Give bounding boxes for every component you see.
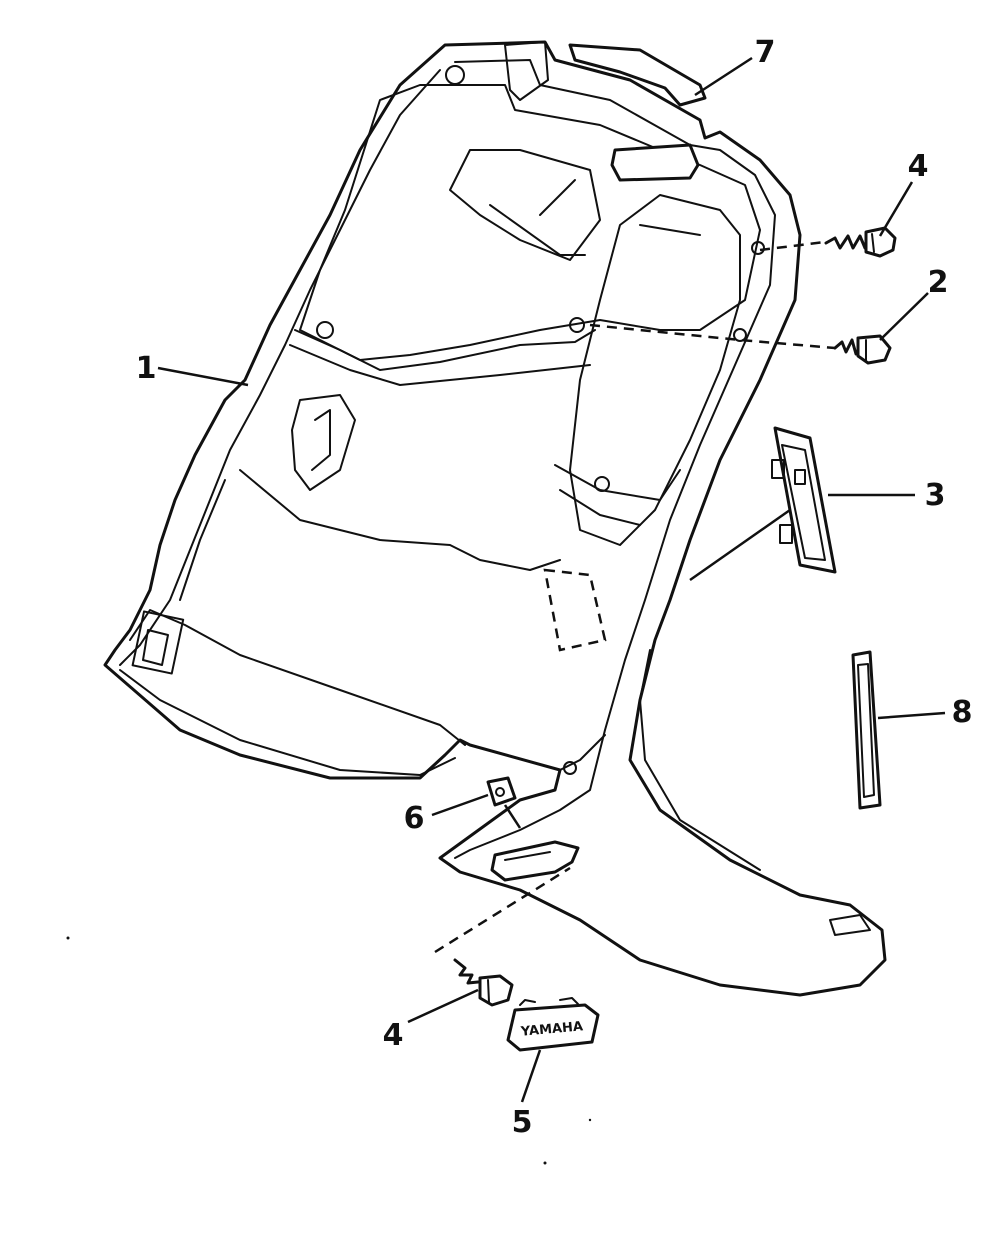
leg-shield-panel [103, 40, 887, 997]
callout-labels: 1 2 3 4 4 5 6 7 8 [136, 35, 973, 1140]
callout-2: 2 [928, 265, 949, 300]
callout-5: 5 [512, 1105, 533, 1140]
emblem-text: YAMAHA [519, 1019, 583, 1039]
screw-bottom [453, 958, 514, 1007]
assembly-lines [434, 240, 836, 954]
leader-lines [157, 56, 946, 1103]
callout-4-top: 4 [908, 149, 929, 184]
callout-7: 7 [755, 35, 776, 70]
nut-clip [486, 776, 517, 807]
callout-8: 8 [952, 695, 973, 730]
callout-1: 1 [136, 351, 157, 386]
screw-middle [833, 334, 892, 365]
scan-specks [66, 936, 592, 1165]
callout-6: 6 [404, 801, 425, 836]
callout-3: 3 [925, 478, 946, 513]
yamaha-emblem: YAMAHA [506, 997, 600, 1052]
rear-bracket [771, 426, 837, 574]
reflector-strip [851, 650, 882, 810]
screw-top [824, 226, 897, 258]
callout-4-bottom: 4 [383, 1018, 404, 1053]
top-trim-strip [504, 41, 707, 182]
